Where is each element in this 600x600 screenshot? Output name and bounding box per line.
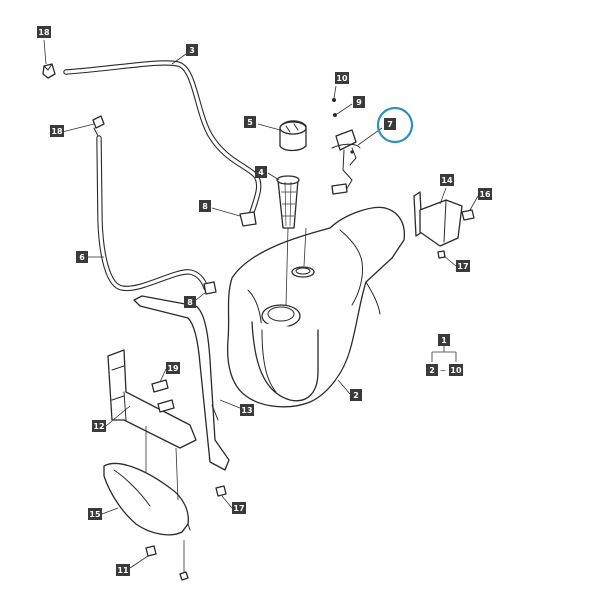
callout-16: 16 bbox=[478, 188, 492, 200]
screw-9 bbox=[333, 113, 337, 117]
svg-text:13: 13 bbox=[241, 406, 252, 415]
callout-17-bottom: 17 bbox=[232, 502, 246, 514]
svg-text:6: 6 bbox=[79, 253, 85, 262]
svg-text:12: 12 bbox=[93, 422, 104, 431]
callout-18-left: 18 bbox=[50, 125, 64, 137]
callout-9: 9 bbox=[353, 96, 365, 108]
svg-text:7: 7 bbox=[387, 120, 393, 129]
bracket-12 bbox=[107, 349, 197, 449]
svg-text:4: 4 bbox=[258, 168, 264, 177]
callout-15: 15 bbox=[88, 508, 102, 520]
svg-text:19: 19 bbox=[167, 364, 179, 373]
cap-18-left bbox=[92, 115, 105, 137]
svg-text:2: 2 bbox=[429, 366, 435, 375]
callout-18-top: 18 bbox=[37, 26, 51, 38]
strainer-4 bbox=[276, 175, 300, 229]
callout-7: 7 bbox=[384, 118, 396, 130]
svg-text:17: 17 bbox=[457, 262, 468, 271]
nut-17-bottom bbox=[215, 485, 227, 497]
fuel-tank-2 bbox=[226, 206, 406, 408]
callout-12: 12 bbox=[92, 420, 106, 432]
strap-13 bbox=[133, 295, 230, 471]
svg-text:3: 3 bbox=[189, 46, 195, 55]
bracket-14 bbox=[413, 191, 463, 247]
callout-5: 5 bbox=[244, 116, 256, 128]
callout-4: 4 bbox=[255, 166, 267, 178]
callout-6: 6 bbox=[76, 251, 88, 263]
svg-text:5: 5 bbox=[247, 118, 253, 127]
callout-14: 14 bbox=[440, 174, 454, 186]
callout-8-upper: 8 bbox=[199, 200, 211, 212]
callout-10-top: 10 bbox=[335, 72, 349, 84]
svg-text:8: 8 bbox=[187, 298, 193, 307]
callout-2-legend: 2 bbox=[426, 364, 438, 376]
callout-13: 13 bbox=[240, 404, 254, 416]
svg-text:9: 9 bbox=[356, 98, 362, 107]
callout-3: 3 bbox=[186, 44, 198, 56]
callout-1-separator: ~ bbox=[440, 366, 447, 375]
hose-3 bbox=[63, 60, 262, 215]
clamp-8-upper bbox=[239, 211, 257, 227]
fuel-sender-7 bbox=[331, 129, 361, 195]
bracket-15 bbox=[103, 462, 191, 536]
callout-19: 19 bbox=[166, 362, 180, 374]
callout-8-lower: 8 bbox=[184, 296, 196, 308]
svg-text:18: 18 bbox=[51, 127, 63, 136]
svg-text:11: 11 bbox=[117, 566, 129, 575]
leader-lines bbox=[43, 39, 479, 572]
nut-17-right bbox=[437, 250, 446, 259]
svg-text:10: 10 bbox=[336, 74, 348, 83]
svg-text:2: 2 bbox=[353, 391, 359, 400]
cap-18-top bbox=[42, 63, 56, 79]
screw-10 bbox=[332, 98, 336, 102]
hose-6 bbox=[96, 135, 209, 292]
nut-11 bbox=[145, 545, 157, 557]
svg-text:15: 15 bbox=[89, 510, 101, 519]
bolt-16 bbox=[461, 209, 475, 221]
callout-10-legend: 10 bbox=[449, 364, 463, 376]
callout-2: 2 bbox=[350, 389, 362, 401]
svg-text:18: 18 bbox=[38, 28, 50, 37]
callout-1: 1 bbox=[438, 334, 450, 346]
clamp-8-lower bbox=[203, 281, 217, 295]
svg-text:16: 16 bbox=[479, 190, 491, 199]
svg-text:14: 14 bbox=[441, 176, 453, 185]
svg-text:1: 1 bbox=[441, 336, 447, 345]
svg-text:17: 17 bbox=[233, 504, 244, 513]
callout-17-right: 17 bbox=[456, 260, 470, 272]
nut-bottom-small bbox=[179, 571, 189, 581]
svg-text:8: 8 bbox=[202, 202, 208, 211]
callout-11: 11 bbox=[116, 564, 130, 576]
highlight-circle-part-7 bbox=[376, 106, 414, 144]
fuel-cap-5 bbox=[279, 120, 307, 152]
svg-text:10: 10 bbox=[450, 366, 462, 375]
bolt-19 bbox=[151, 379, 175, 413]
